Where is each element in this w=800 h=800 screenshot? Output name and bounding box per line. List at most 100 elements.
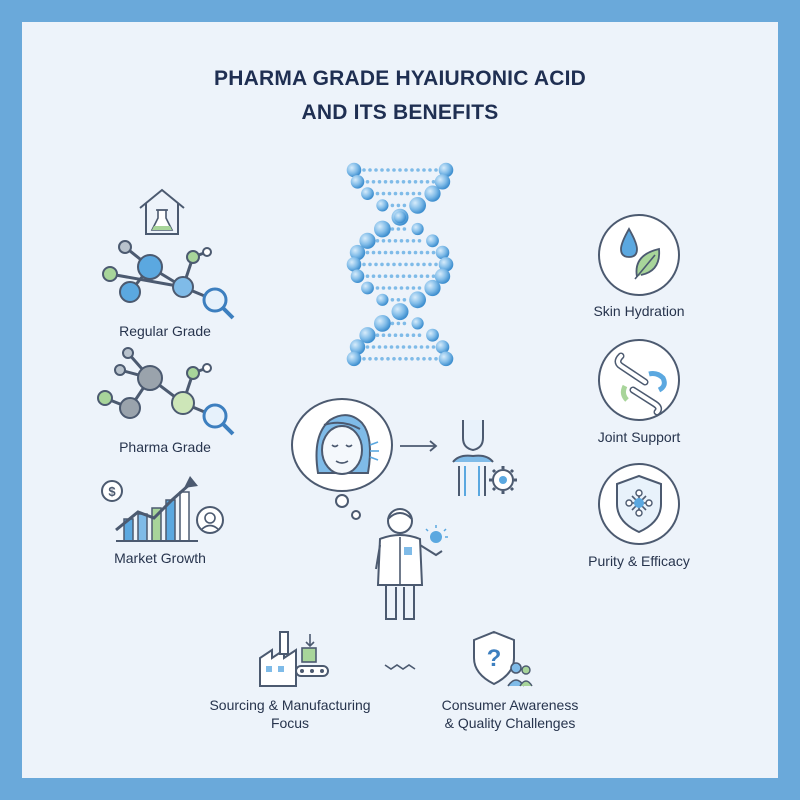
dna-rung-dot: [383, 180, 388, 184]
dna-bead: [435, 245, 450, 260]
dna-rung-dot: [393, 191, 398, 196]
dna-rung-dot: [402, 203, 407, 208]
arrow-right-icon: [400, 440, 438, 452]
purity-efficacy-label: Purity & Efficacy: [588, 553, 690, 569]
dna-rung-dot: [399, 239, 404, 243]
pharma-grade-molecule-icon: [97, 347, 235, 436]
dna-bead: [346, 257, 362, 272]
dna-rung-dot: [377, 250, 382, 255]
dna-rung-dot: [386, 262, 390, 267]
regular-grade-molecule-icon: [102, 240, 235, 320]
dna-rung-dot: [434, 357, 438, 361]
dna-rung-dot: [395, 274, 400, 278]
dna-rung-dot: [387, 239, 392, 243]
joint-support-icon: [598, 339, 680, 421]
dna-rung-dot: [389, 274, 394, 278]
dna-bead: [359, 232, 376, 249]
title-line-2: AND ITS BENEFITS: [301, 101, 499, 124]
dna-bead: [359, 327, 376, 344]
dna-rung-dot: [380, 357, 384, 361]
dna-rung-dot: [425, 250, 430, 255]
dna-helix-icon: [346, 162, 454, 367]
dna-rung-dot: [399, 286, 404, 290]
dna-rung-dot: [362, 357, 366, 361]
dna-rung-dot: [428, 168, 432, 172]
dna-bead: [346, 162, 362, 178]
dna-rung-dot: [419, 180, 424, 184]
dna-rung-dot: [390, 203, 395, 208]
sourcing-line-1: Sourcing & Manufacturing: [209, 697, 371, 713]
dna-rung-dot: [411, 286, 416, 290]
consumer-awareness-shield-icon: ?: [473, 630, 533, 687]
thought-bubble-face-icon: [291, 398, 393, 520]
skin-hydration-label: Skin Hydration: [593, 303, 685, 319]
currency-symbol: $: [108, 484, 116, 499]
dna-rung-dot: [389, 345, 394, 349]
dna-rung-dot: [383, 345, 388, 349]
dna-bead: [438, 162, 454, 178]
dna-bead: [424, 279, 441, 297]
dna-rung-dot: [396, 227, 401, 231]
dna-rung-dot: [416, 168, 420, 172]
dna-rung-dot: [428, 357, 432, 361]
dna-rung-dot: [380, 262, 384, 267]
dna-rung-dot: [410, 262, 414, 267]
dna-rung-dot: [422, 357, 426, 361]
dna-rung-dot: [405, 333, 410, 337]
dna-rung-dot: [374, 357, 378, 361]
dna-bead: [435, 340, 450, 354]
dna-rung-dot: [434, 262, 438, 267]
dna-rung-dot: [402, 298, 407, 302]
dna-bead: [361, 187, 374, 200]
dna-bead: [411, 317, 424, 330]
dna-rung-dot: [422, 168, 426, 172]
dna-rung-dot: [371, 180, 376, 184]
dna-rung-dot: [431, 274, 436, 278]
dna-rung-dot: [386, 168, 390, 172]
dna-bead: [426, 234, 439, 248]
dna-rung-dot: [375, 239, 380, 243]
dna-rung-dot: [396, 203, 401, 208]
dna-rung-dot: [407, 274, 412, 278]
dna-rung-dot: [401, 274, 406, 278]
dna-rung-dot: [375, 191, 380, 196]
dna-rung-dot: [365, 180, 370, 184]
dna-rung-dot: [393, 239, 398, 243]
joint-support-label: Joint Support: [597, 429, 681, 445]
dna-rung-dot: [371, 274, 376, 278]
dna-rung-dot: [402, 321, 407, 326]
dna-rung-dot: [381, 191, 386, 196]
dna-rung-dot: [401, 345, 406, 349]
dna-bead: [394, 211, 406, 224]
dna-rung-dot: [377, 274, 382, 278]
dna-rung-dot: [368, 168, 372, 172]
dna-rung-dot: [368, 357, 372, 361]
dna-rung-dot: [411, 191, 416, 196]
dna-bead: [350, 175, 365, 189]
dna-rung-dot: [390, 298, 395, 302]
dna-rung-dot: [380, 168, 384, 172]
dna-rung-dot: [417, 286, 422, 290]
dna-bead: [349, 339, 366, 355]
dna-rung-dot: [416, 357, 420, 361]
dna-rung-dot: [405, 286, 410, 290]
dna-rung-dot: [413, 274, 418, 278]
dna-rung-dot: [381, 239, 386, 243]
dna-rung-dot: [402, 227, 407, 231]
dna-rung-dot: [398, 262, 402, 267]
dna-rung-dot: [377, 180, 382, 184]
dna-rung-dot: [407, 180, 412, 184]
dna-bead: [424, 185, 441, 202]
dna-bead: [434, 174, 451, 190]
dna-rung-dot: [377, 345, 382, 349]
dna-rung-dot: [404, 168, 408, 172]
dna-bead: [350, 269, 365, 283]
dna-rung-dot: [416, 262, 420, 267]
dna-rung-dot: [392, 168, 396, 172]
wavy-connector-icon: [384, 664, 416, 670]
dna-rung-dot: [365, 250, 370, 255]
title-line-1: PHARMA GRADE HYAIURONIC ACID: [214, 67, 586, 90]
dna-bead: [361, 281, 374, 295]
dna-rung-dot: [417, 191, 422, 196]
factory-conveyor-icon: [259, 631, 329, 687]
